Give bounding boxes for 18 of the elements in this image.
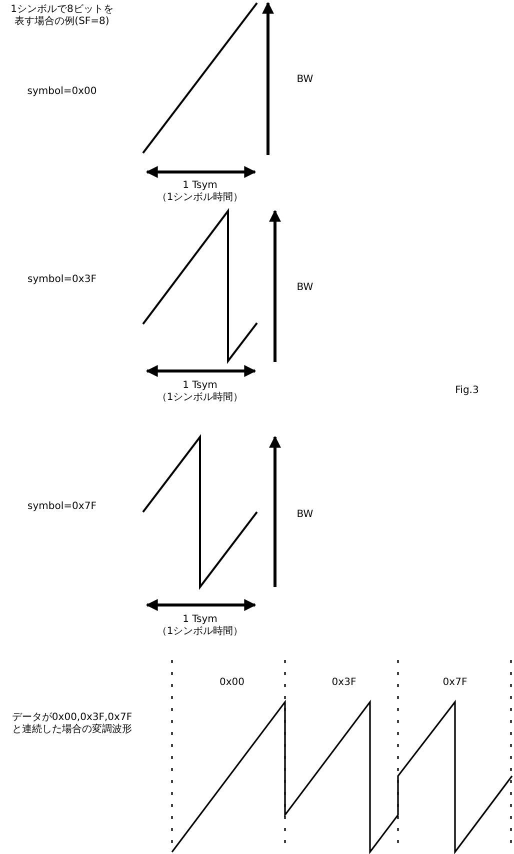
duration-label: 1 Tsym [182,180,218,192]
caption-text: 1シンボルで8ビットを表す場合の例(SF=8) [10,4,114,28]
bandwidth-label: BW [296,282,314,294]
duration-label: 1 Tsym [182,380,218,392]
segment-label: 0x7F [442,677,468,689]
duration-note: （1シンボル時間） [156,626,244,638]
symbol-label: symbol=0x7F [28,501,96,513]
segment-label: 0x00 [220,677,244,689]
symbol-label: symbol=0x00 [27,86,97,98]
segment-label: 0x3F [332,677,356,689]
duration-label: 1 Tsym [182,614,218,626]
figure-number: Fig.3 [455,385,479,397]
caption-text: データが0x00,0x3F,0x7Fと連続した場合の変調波形 [10,712,134,736]
bandwidth-label: BW [296,509,314,521]
duration-note: （1シンボル時間） [156,392,244,404]
duration-note: （1シンボル時間） [156,192,244,204]
symbol-label: symbol=0x3F [28,274,96,286]
bandwidth-label: BW [296,74,314,86]
